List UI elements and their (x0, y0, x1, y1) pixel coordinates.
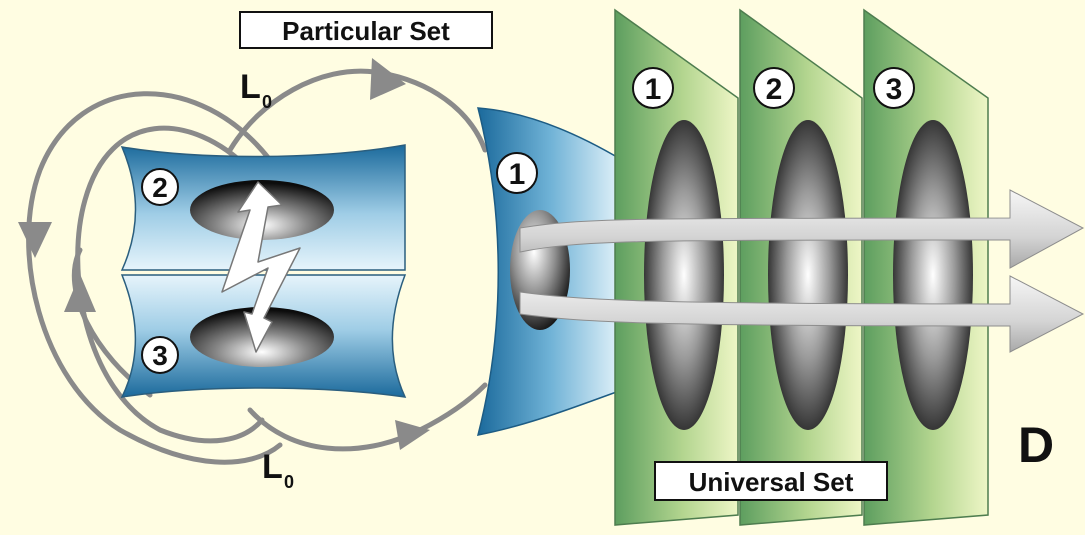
svg-text:3: 3 (152, 340, 168, 371)
l0-top-label: L 0 (240, 68, 272, 112)
marker-panel-2: 2 (753, 67, 795, 109)
arrowhead-top-right (370, 58, 406, 100)
lower-beam (519, 275, 1085, 353)
svg-text:1: 1 (509, 158, 526, 191)
arrowhead-bottom-right (395, 420, 430, 450)
svg-text:0: 0 (262, 92, 272, 112)
marker-lower-block: 3 (141, 336, 179, 374)
particular-set-label: Particular Set (239, 11, 493, 49)
panel-3-hole (893, 120, 973, 430)
panel-1 (614, 8, 739, 526)
outer-loop-left (26, 91, 283, 465)
bottom-loop-right (247, 382, 488, 452)
svg-text:0: 0 (284, 472, 294, 492)
svg-text:2: 2 (766, 73, 783, 106)
svg-text:Universal Set: Universal Set (689, 467, 854, 497)
panel-3 (863, 8, 989, 526)
marker-upper-block: 2 (141, 168, 179, 206)
loop-arrowheads (18, 58, 430, 450)
d-label: D (1018, 417, 1054, 473)
particular-set-device (120, 144, 407, 398)
svg-text:Particular Set: Particular Set (282, 16, 450, 46)
l0-bottom-label: L 0 (262, 448, 294, 492)
upper-beam (519, 189, 1085, 269)
output-beams (519, 189, 1085, 353)
arrowhead-left-down (18, 222, 52, 258)
svg-text:2: 2 (152, 172, 168, 203)
svg-text:1: 1 (645, 73, 662, 106)
lightning-bolt-icon (221, 181, 301, 353)
svg-text:L: L (240, 68, 261, 106)
arrowhead-left-up (64, 274, 96, 312)
marker-cone: 1 (496, 152, 538, 194)
panel-2-hole (768, 120, 848, 430)
marker-panel-1: 1 (632, 67, 674, 109)
marker-panel-3: 3 (873, 67, 915, 109)
cone-emitter (476, 107, 623, 436)
universal-set-label: Universal Set (654, 461, 888, 501)
svg-text:3: 3 (886, 73, 903, 106)
panel-2 (739, 8, 863, 526)
panel-1-hole (644, 120, 724, 430)
svg-text:L: L (262, 448, 283, 486)
